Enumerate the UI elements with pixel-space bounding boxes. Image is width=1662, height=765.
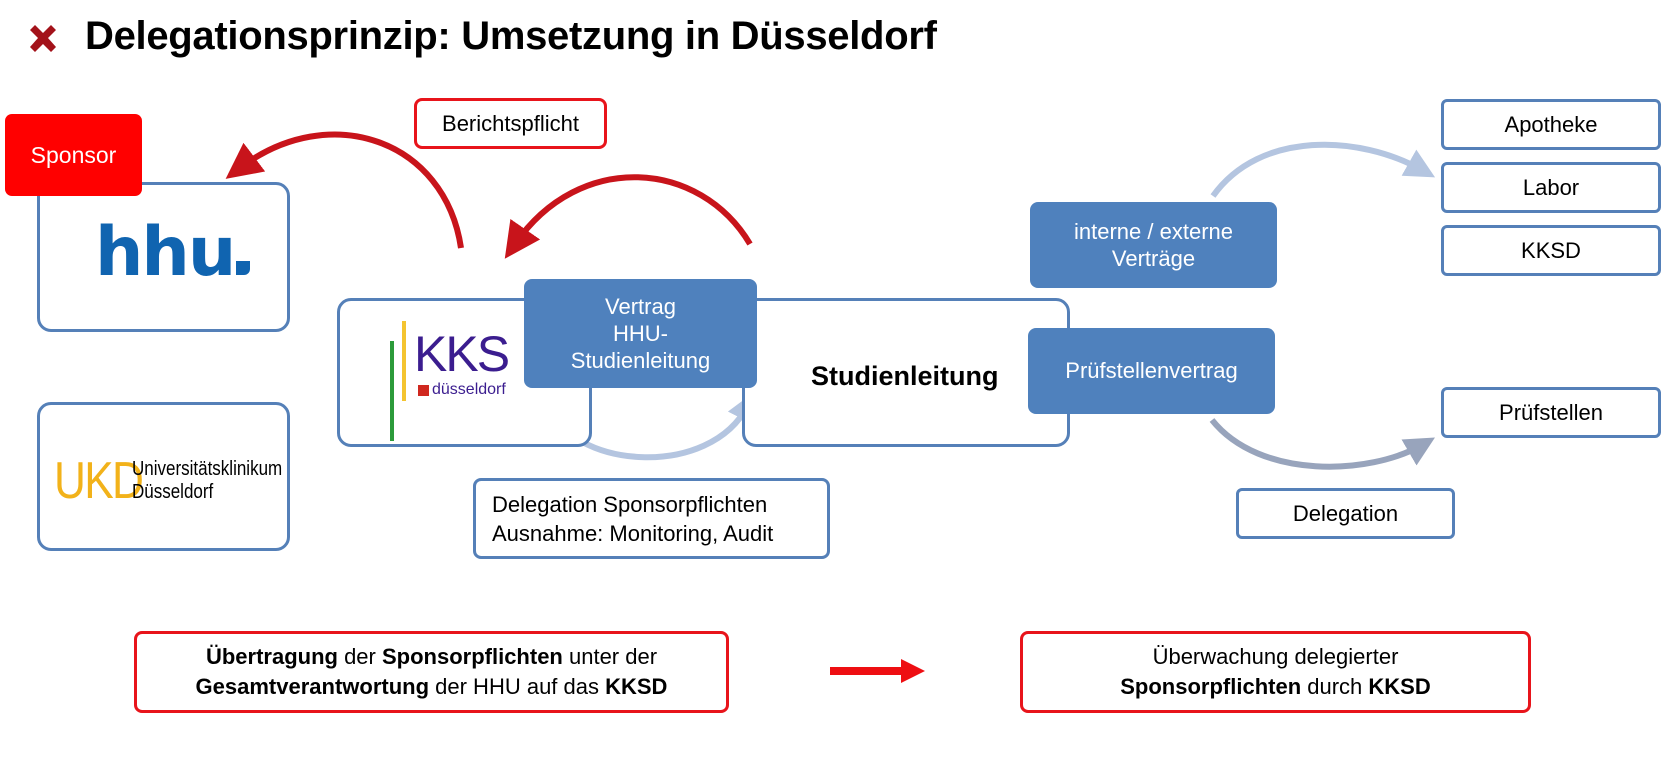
vertrag-box: Vertrag HHU- Studienleitung xyxy=(524,279,757,388)
ukd-box: UKD Universitätsklinikum Düsseldorf xyxy=(37,402,290,551)
delegation-label-box: Delegation xyxy=(1236,488,1455,539)
kks-sub-text: düsseldorf xyxy=(432,381,506,398)
page-title: Delegationsprinzip: Umsetzung in Düsseld… xyxy=(85,14,937,58)
ukd-line2: Düsseldorf xyxy=(132,481,214,503)
kks-green-bar xyxy=(390,341,394,441)
uebertragung-line2: Gesamtverantwortung der HHU auf das KKSD xyxy=(195,674,668,699)
kks-sub: düsseldorf xyxy=(418,381,506,399)
uebertragung-line1: Übertragung der Sponsorpflichten unter d… xyxy=(205,644,658,669)
ueberwachung-line1: Überwachung delegierter xyxy=(1152,644,1399,669)
ueberwachung-line2: Sponsorpflichten durch KKSD xyxy=(1120,674,1431,699)
ukd-mark: UKD xyxy=(54,452,144,510)
berichtspflicht-arrow-to-kks xyxy=(504,174,753,259)
delegation-sponsorpflichten-box: Delegation Sponsorpflichten Ausnahme: Mo… xyxy=(473,478,830,559)
uebertragung-box: Übertragung der Sponsorpflichten unter d… xyxy=(134,631,729,713)
hhu-logo: hhu xyxy=(95,213,251,292)
delegation-line2: Ausnahme: Monitoring, Audit xyxy=(492,520,774,546)
delegation-line1: Delegation Sponsorpflichten xyxy=(492,491,768,517)
target-kksd: KKSD xyxy=(1441,225,1661,276)
berichtspflicht-arrow-to-hhu xyxy=(225,131,464,249)
pruefstellenvertrag-box: Prüfstellenvertrag xyxy=(1028,328,1275,414)
target-labor: Labor xyxy=(1441,162,1661,213)
vertraege-line1: interne / externe xyxy=(1074,219,1233,244)
vertrag-line2: HHU- xyxy=(613,321,668,346)
hhu-box: hhu xyxy=(37,182,290,332)
vertraege-line2: Verträge xyxy=(1111,246,1196,271)
vertraege-box: interne / externe Verträge xyxy=(1030,202,1277,288)
sponsor-badge: Sponsor xyxy=(5,114,142,196)
vertrag-line1: Vertrag xyxy=(605,294,676,319)
kks-yellow-bar xyxy=(402,321,406,401)
kks-mark: KKS xyxy=(414,326,510,382)
vertrag-line3: Studienleitung xyxy=(570,348,711,373)
target-pruefstellen: Prüfstellen xyxy=(1441,387,1661,438)
target-apotheke: Apotheke xyxy=(1441,99,1661,150)
ukd-line1: Universitätsklinikum xyxy=(132,458,283,480)
vertraege-to-targets-arrow xyxy=(1210,141,1436,198)
ukd-logo: UKD Universitätsklinikum Düsseldorf xyxy=(54,451,309,511)
studienleitung-label: Studienleitung xyxy=(811,361,999,391)
berichtspflicht-box: Berichtspflicht xyxy=(414,98,607,149)
ueberwachung-box: Überwachung delegierter Sponsorpflichten… xyxy=(1020,631,1531,713)
studienleitung-box: Studienleitung xyxy=(742,298,1070,447)
delegation-to-pruefstellen-arrow xyxy=(1209,418,1435,470)
kks-red-square xyxy=(418,384,429,396)
close-x-icon xyxy=(30,25,56,52)
